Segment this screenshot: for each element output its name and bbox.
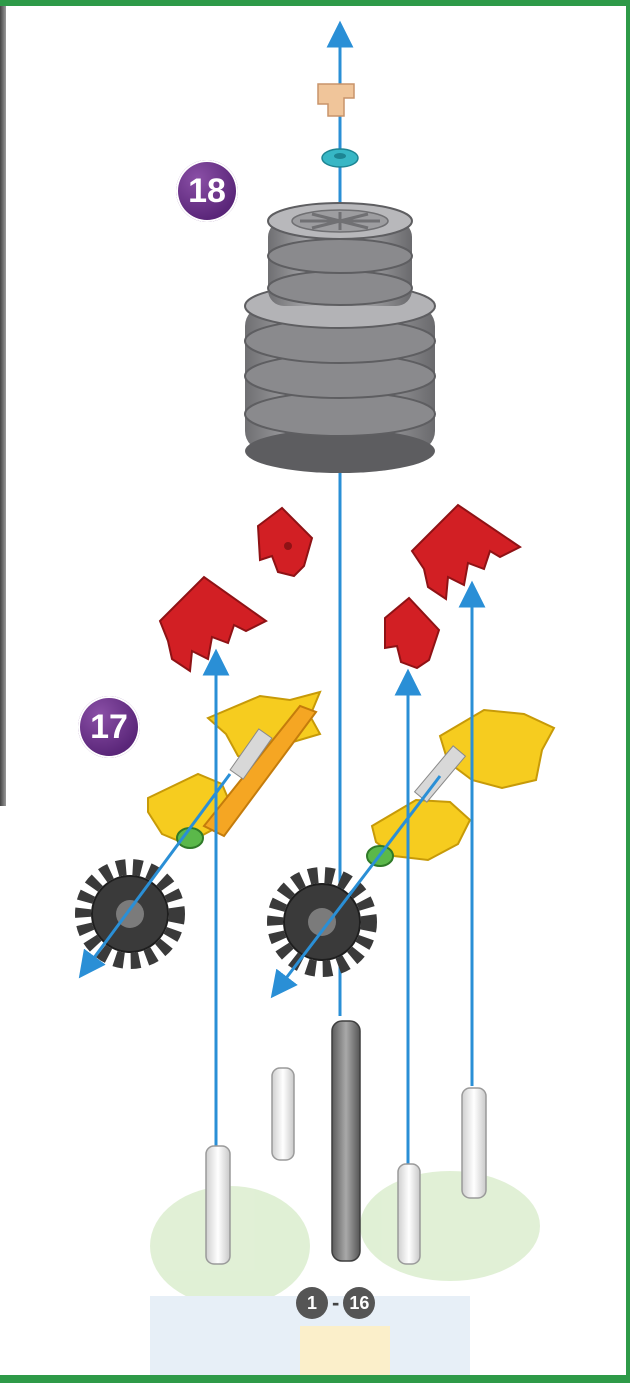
range-end-number: 16: [343, 1287, 375, 1319]
step-range-label: 1 - 16: [296, 1286, 375, 1320]
red-connector-icon: [412, 505, 520, 599]
rod-icon: [206, 1146, 230, 1264]
pulley-stack-icon: [245, 203, 435, 473]
rod-icon: [462, 1088, 486, 1198]
rod-icon: [332, 1021, 360, 1261]
teal-spacer-icon: [322, 149, 358, 167]
step-number-badge: 17: [78, 696, 140, 758]
step-number-badge: 18: [176, 160, 238, 222]
assembly-illustration: [0, 6, 630, 1383]
red-connector-icon: [385, 598, 439, 668]
tan-clip-icon: [318, 84, 354, 116]
red-connector-icon: [160, 577, 266, 671]
yellow-connector-icon: [367, 710, 554, 866]
yellow-connector-icon: [148, 692, 320, 848]
gear-icon: [83, 867, 177, 961]
range-separator: -: [332, 1290, 339, 1316]
rod-icon: [398, 1164, 420, 1264]
rod-icon: [272, 1068, 294, 1160]
red-connector-icon: [258, 508, 312, 576]
range-start-number: 1: [296, 1287, 328, 1319]
